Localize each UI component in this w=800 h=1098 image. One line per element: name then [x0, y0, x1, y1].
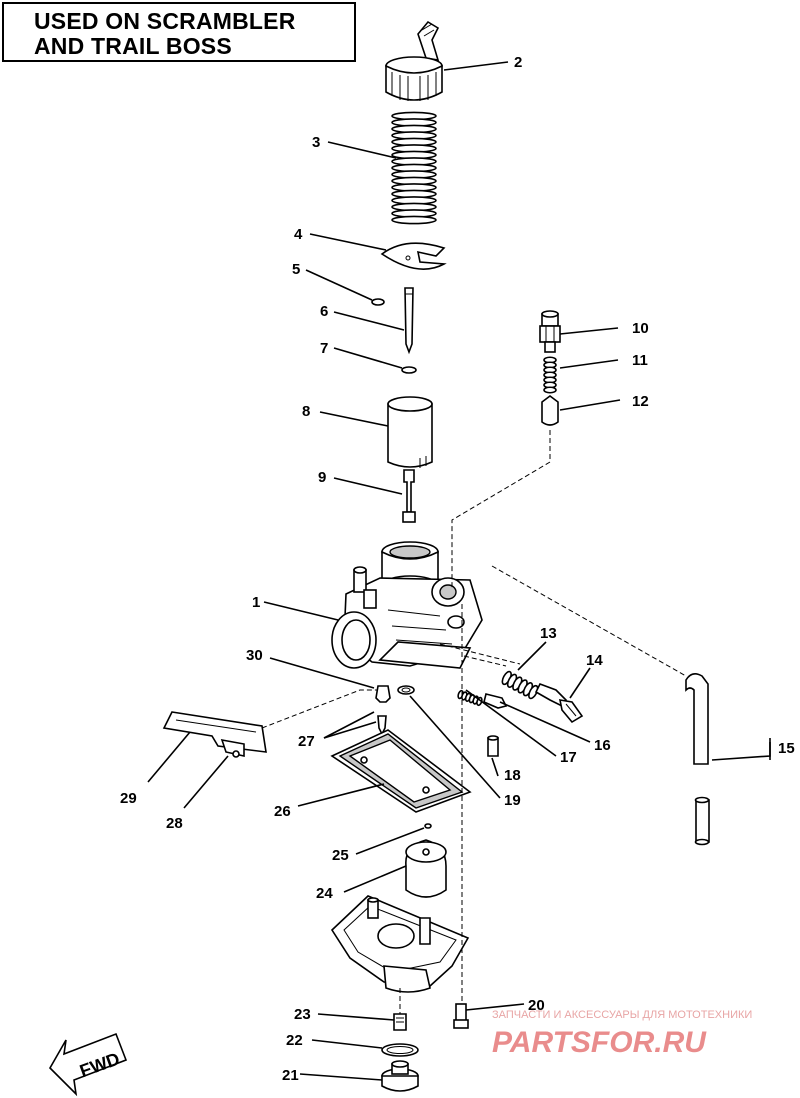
callout-18: 18 [504, 767, 521, 784]
callout-4: 4 [294, 226, 303, 243]
carburetor-body-icon [331, 541, 483, 669]
needle-jet-icon [402, 469, 416, 523]
callout-29: 29 [120, 790, 137, 807]
title-box: USED ON SCRAMBLER AND TRAIL BOSS [2, 2, 356, 62]
callout-11: 11 [632, 352, 648, 369]
float-bowl-screw-icon [453, 1003, 469, 1029]
pilot-jet-icon [487, 735, 499, 757]
drain-plug-icon [381, 1060, 419, 1092]
callout-9: 9 [318, 469, 326, 486]
float-arm-pin-icon [220, 738, 245, 758]
callout-23: 23 [294, 1006, 311, 1023]
choke-nut-icon [539, 310, 561, 353]
callout-5: 5 [292, 261, 300, 278]
spring-icon [501, 670, 539, 700]
watermark: ЗАПЧАСТИ И АКСЕССУАРЫ ДЛЯ МОТОТЕХНИКИ PA… [492, 1009, 752, 1059]
callout-labels: 2 3 4 5 6 7 8 9 1 10 11 12 13 14 15 16 1… [120, 54, 795, 1084]
float-icon [405, 839, 447, 898]
callout-16: 16 [594, 737, 611, 754]
gasket-ring-icon [381, 1043, 419, 1057]
washer-icon [401, 366, 417, 374]
callout-26: 26 [274, 803, 291, 820]
idle-screw-icon [534, 682, 584, 724]
callout-1: 1 [252, 594, 260, 611]
callout-10: 10 [632, 320, 649, 337]
callout-12: 12 [632, 393, 649, 410]
title-line-1: USED ON SCRAMBLER [34, 8, 296, 34]
callout-7: 7 [320, 340, 328, 357]
fwd-arrow-icon: FWD [49, 1032, 128, 1097]
o-ring-icon [397, 685, 415, 695]
spring-coil [528, 684, 539, 700]
callout-22: 22 [286, 1032, 303, 1049]
callout-28: 28 [166, 815, 183, 832]
float-bowl-gasket-icon [330, 729, 472, 813]
callout-30: 30 [246, 647, 263, 664]
callout-3: 3 [312, 134, 320, 151]
screw-icon [483, 693, 508, 709]
callout-24: 24 [316, 885, 333, 902]
callout-14: 14 [586, 652, 603, 669]
callout-6: 6 [320, 303, 328, 320]
e-clip-icon [371, 298, 385, 306]
callout-19: 19 [504, 792, 521, 809]
main-jet-icon [393, 1013, 407, 1031]
needle-valve-icon [377, 715, 387, 736]
callout-13: 13 [540, 625, 557, 642]
callout-2: 2 [514, 54, 522, 71]
callout-17: 17 [560, 749, 577, 766]
valve-seat-washer-icon [375, 685, 391, 703]
needle-retainer-plate-icon [380, 242, 447, 270]
vent-hose-icon [491, 565, 710, 846]
title-line-2: AND TRAIL BOSS [34, 33, 232, 59]
throttle-valve-icon [387, 396, 433, 468]
mixing-chamber-cap-icon [385, 20, 443, 101]
watermark-subtitle: ЗАПЧАСТИ И АКСЕССУАРЫ ДЛЯ МОТОТЕХНИКИ [492, 1009, 752, 1021]
choke-plunger-icon [541, 395, 559, 426]
callout-8: 8 [302, 403, 310, 420]
throttle-spring-icon [391, 111, 437, 225]
callout-20: 20 [528, 997, 545, 1014]
spring-coil [391, 215, 437, 225]
float-arm-icon [162, 711, 267, 753]
callout-21: 21 [282, 1067, 299, 1084]
callout-27: 27 [298, 733, 315, 750]
jet-needle-icon [404, 287, 414, 355]
callout-25: 25 [332, 847, 349, 864]
float-bowl-icon [330, 895, 470, 993]
spring-coil [543, 386, 557, 394]
watermark-brand: PARTSFOR.RU [492, 1026, 707, 1059]
leader-lines [147, 61, 771, 1081]
float-pin-icon [424, 823, 432, 829]
choke-spring-icon [543, 356, 557, 394]
callout-15: 15 [778, 740, 795, 757]
